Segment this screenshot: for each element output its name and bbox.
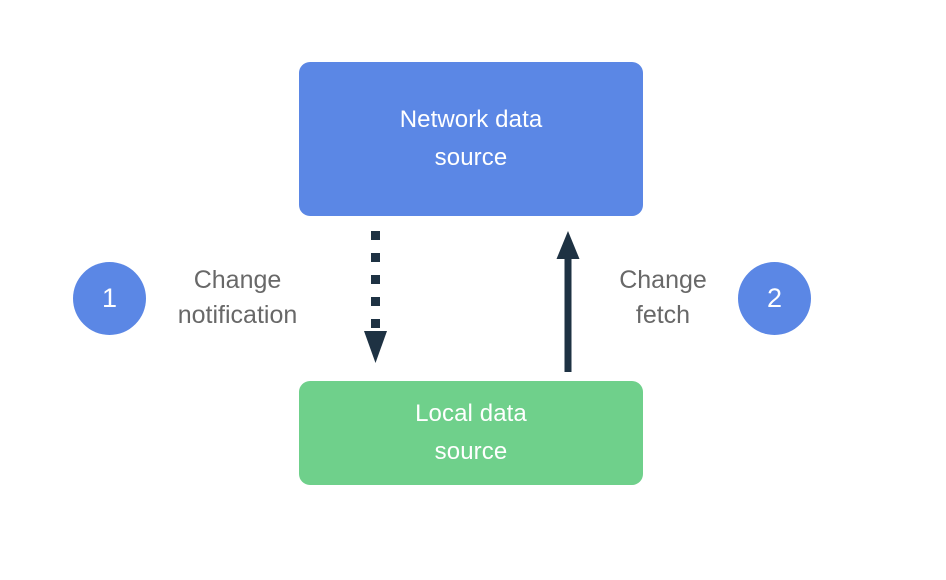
step-badge-1-number: 1 <box>101 283 118 313</box>
step-badge-2[interactable]: 2 <box>738 262 811 335</box>
node-local-data-source-label: Local data source <box>415 400 527 465</box>
edge-label-change-notification: Change notification <box>177 266 298 329</box>
step-badge-1[interactable]: 1 <box>73 262 146 335</box>
node-network-data-source[interactable]: Network data source <box>299 62 643 216</box>
step-badge-2-number: 2 <box>766 283 783 313</box>
change-fetch-arrow-icon <box>556 231 580 372</box>
edge-label-change-fetch: Change fetch <box>619 266 707 329</box>
node-local-data-source[interactable]: Local data source <box>299 381 643 485</box>
node-network-data-source-label: Network data source <box>399 106 543 171</box>
change-notification-arrow-icon <box>364 231 387 363</box>
